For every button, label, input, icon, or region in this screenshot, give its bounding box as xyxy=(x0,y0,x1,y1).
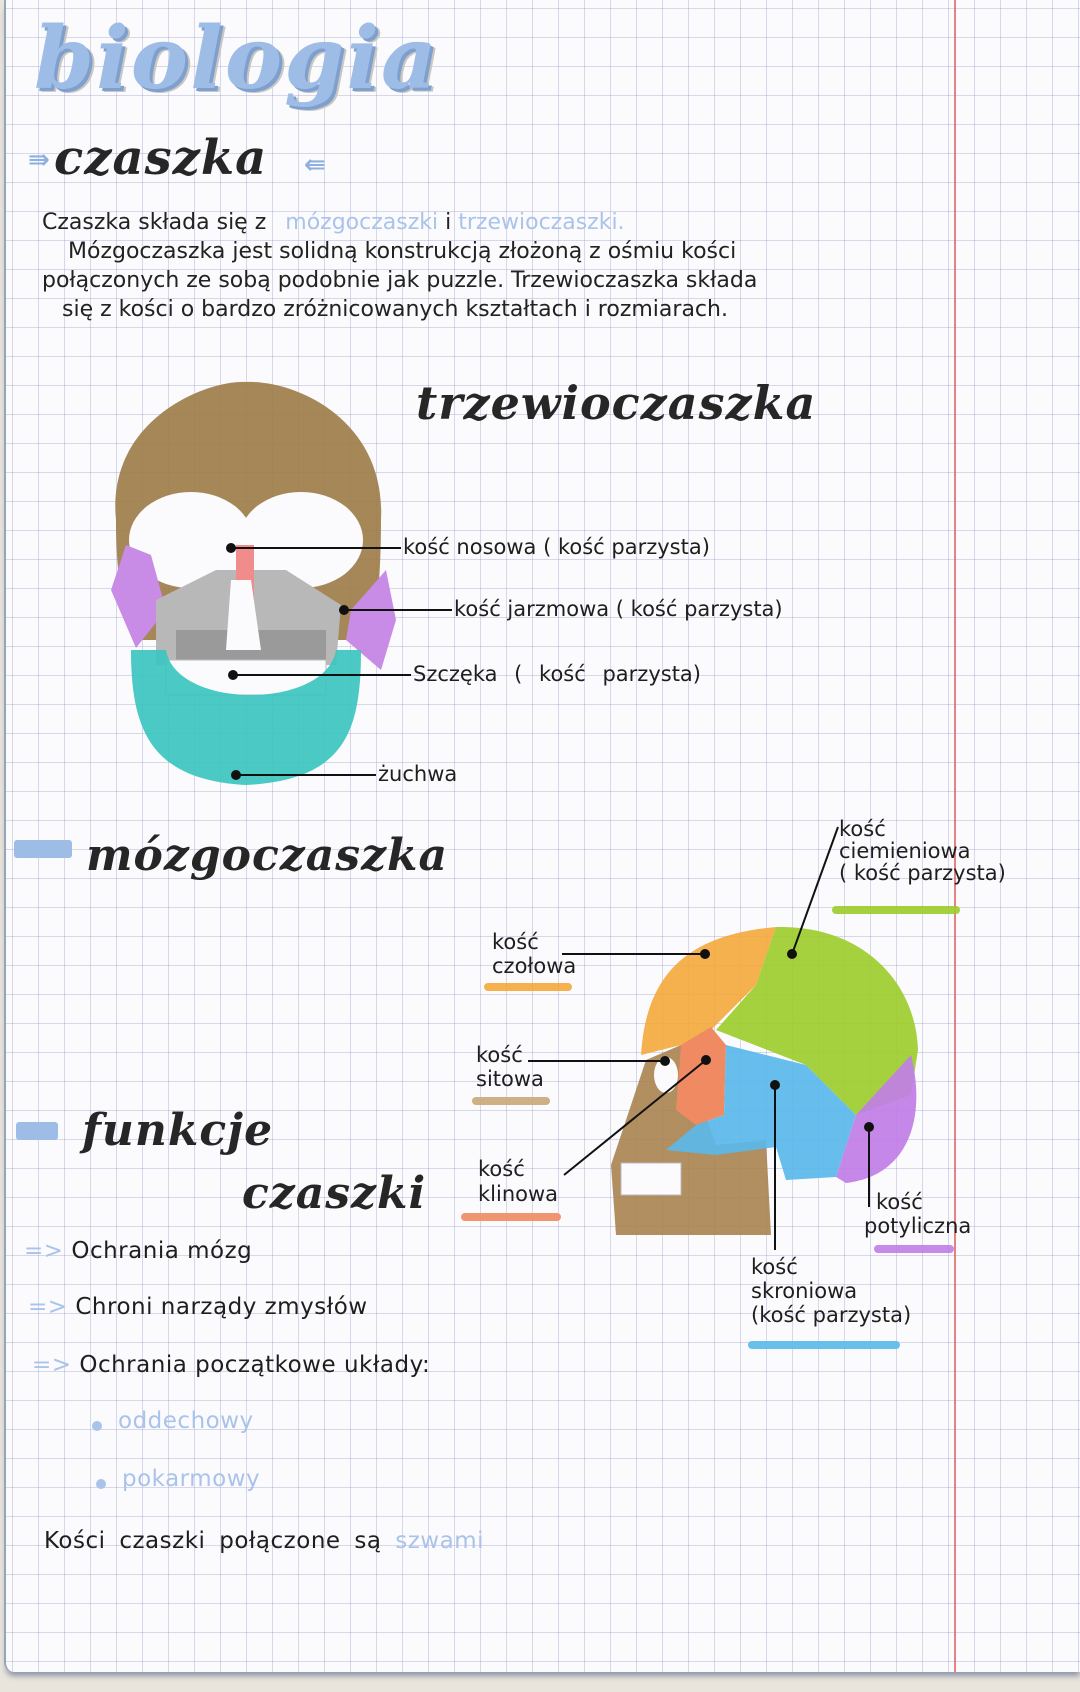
intro-line-1: Czaszka składa się z mózgoczaszki i trze… xyxy=(42,210,625,235)
label-szczeka: Szczęka ( kość parzysta) xyxy=(413,662,701,686)
highlight-potyliczna xyxy=(874,1245,954,1253)
highlight-klinowa xyxy=(461,1213,561,1221)
double-arrow-icon: => xyxy=(32,1352,72,1378)
pointer-dot-czolowa xyxy=(700,949,710,959)
pointer-line-czolowa xyxy=(562,953,702,955)
label-kosc-jarzmowa: kość jarzmowa ( kość parzysta) xyxy=(454,597,783,621)
section-heading-czaszki: czaszki xyxy=(242,1168,427,1219)
label-kosc-czolowa: kość czołowa xyxy=(492,930,577,978)
pointer-line-nasal xyxy=(231,547,401,549)
label-kosc-klinowa: kość klinowa xyxy=(478,1157,559,1206)
section-heading-trzewioczaszka: trzewioczaszka xyxy=(416,376,817,430)
subitem-oddechowy: oddechowy xyxy=(118,1408,254,1434)
double-arrow-icon: => xyxy=(24,1238,64,1264)
label-kosc-potyliczna: kość potyliczna xyxy=(864,1190,972,1238)
label-zuchwa: żuchwa xyxy=(378,762,458,786)
page-title: biologia xyxy=(34,8,439,109)
intro-line-4: się z kości o bardzo zróżnicowanych kszt… xyxy=(62,297,728,322)
function-item-3: => Ochrania początkowe układy: xyxy=(32,1352,431,1378)
term-trzewioczaszki: trzewioczaszki. xyxy=(458,210,625,235)
highlight-sitowa xyxy=(472,1097,550,1105)
label-kosc-sitowa: kość sitowa xyxy=(476,1043,544,1091)
label-kosc-nosowa: kość nosowa ( kość parzysta) xyxy=(403,535,710,559)
heading-marker-bar xyxy=(14,840,72,858)
function-item-2: => Chroni narządy zmysłów xyxy=(28,1294,368,1320)
intro-paragraph: Czaszka składa się z mózgoczaszki i trze… xyxy=(42,208,902,324)
term-szwami: szwami xyxy=(395,1528,485,1554)
function-item-1: => Ochrania mózg xyxy=(24,1238,253,1264)
sparkle-right-icon: ⇛ xyxy=(304,150,326,180)
pointer-line-skroniowa xyxy=(774,1085,776,1250)
bullet-dot xyxy=(96,1479,106,1489)
section-heading-funkcje: funkcje xyxy=(82,1105,274,1156)
subitem-pokarmowy: pokarmowy xyxy=(122,1466,261,1492)
heading-marker-bar-funkcje xyxy=(16,1122,58,1140)
pointer-line-sitowa xyxy=(528,1060,664,1062)
section-heading-czaszka: czaszka xyxy=(54,130,268,186)
label-kosc-ciemieniowa: kość ciemieniowa ( kość parzysta) xyxy=(839,817,1006,885)
pointer-dot-sitowa xyxy=(660,1056,670,1066)
pointer-line-maxilla xyxy=(233,674,411,676)
red-margin-line xyxy=(954,0,956,1672)
pointer-arrow-ciemieniowa xyxy=(787,826,839,959)
intro-line-3: połączonych ze sobą podobnie jak puzzle.… xyxy=(42,268,758,293)
highlight-skroniowa xyxy=(748,1341,900,1349)
label-kosc-skroniowa: kość skroniowa (kość parzysta) xyxy=(751,1255,912,1327)
side-skull-drawing xyxy=(611,926,918,1235)
highlight-czolowa xyxy=(484,983,572,991)
intro-line-2: Mózgoczaszka jest solidną konstrukcją zł… xyxy=(68,239,737,264)
pointer-line-potyliczna xyxy=(868,1127,870,1207)
pointer-line-mandible xyxy=(236,774,376,776)
sparkle-left-icon: ⇛ xyxy=(28,145,50,175)
pointer-line-zygomatic xyxy=(344,609,452,611)
highlight-ciemieniowa xyxy=(832,906,960,914)
bullet-dot xyxy=(92,1421,102,1431)
front-skull-drawing xyxy=(111,381,396,785)
term-mozgoczaszki: mózgoczaszki xyxy=(285,210,439,235)
footer-sentence: Kości czaszki połączone są szwami xyxy=(44,1528,485,1554)
section-heading-mozgoczaszka: mózgoczaszka xyxy=(86,830,449,881)
notebook-page: biologia ⇛ czaszka ⇛ Czaszka składa się … xyxy=(4,0,1080,1672)
pointer-arrow-klinowa xyxy=(563,1055,711,1176)
double-arrow-icon: => xyxy=(28,1294,68,1320)
